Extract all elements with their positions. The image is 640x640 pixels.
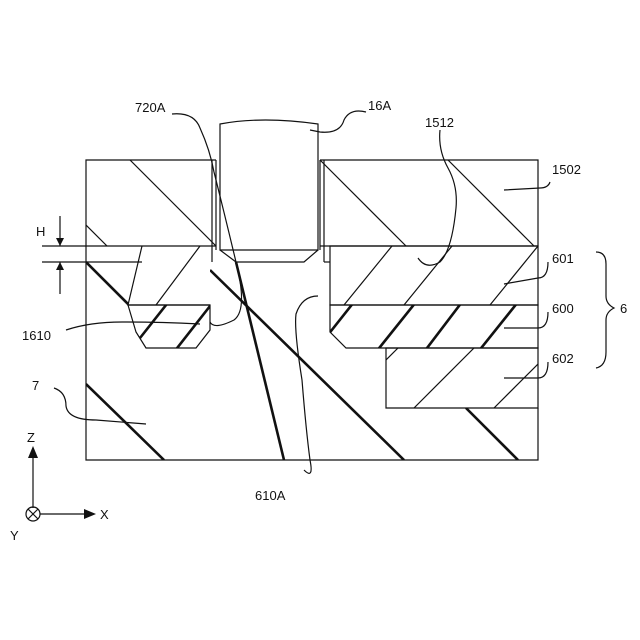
label-600: 600 (552, 301, 574, 316)
label-h: H (36, 224, 45, 239)
layer-1502 (86, 160, 538, 246)
layer-1610 (128, 300, 210, 352)
labels: 720A 16A 1512 1502 H 601 600 6 602 1610 … (10, 98, 627, 543)
label-720A: 720A (135, 100, 166, 115)
axis-label-z: Z (27, 430, 35, 445)
label-16A: 16A (368, 98, 391, 113)
layer-601 (330, 246, 538, 305)
label-1502: 1502 (552, 162, 581, 177)
layer-600 (316, 302, 538, 352)
dimension-h (42, 216, 86, 294)
conductive-plug-16A (220, 120, 318, 262)
label-601: 601 (552, 251, 574, 266)
label-1512: 1512 (425, 115, 454, 130)
label-602: 602 (552, 351, 574, 366)
left-pocket-layer (128, 246, 210, 305)
label-6: 6 (620, 301, 627, 316)
axis-label-x: X (100, 507, 109, 522)
label-7: 7 (32, 378, 39, 393)
label-1610: 1610 (22, 328, 51, 343)
label-610A: 610A (255, 488, 286, 503)
substrate-7 (86, 246, 538, 460)
brace-6 (596, 252, 614, 368)
via-liner-720A (212, 160, 324, 262)
axis-label-y: Y (10, 528, 19, 543)
